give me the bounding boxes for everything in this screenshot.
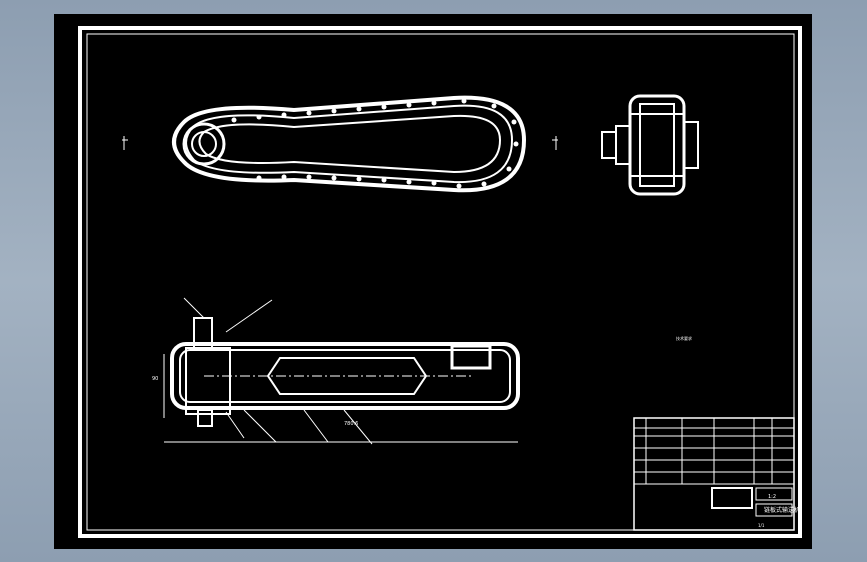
height-dimension: 90 [152,376,158,382]
drawing-frame [78,26,802,538]
title-block: 链板式输送机 1:2 1/1 [633,417,800,531]
cad-drawing: 780.6 90 技术要求 链板式输送机 1:2 1/1 [78,26,802,538]
title-cell: 链板式输送机 [764,506,800,514]
technical-note: 技术要求 [676,335,692,341]
scale-cell: 1:2 [768,494,776,500]
length-dimension: 780.6 [344,421,358,427]
side-view [601,94,699,196]
top-view [122,95,558,193]
sheet-cell: 1/1 [758,523,765,528]
cad-canvas[interactable]: 780.6 90 技术要求 链板式输送机 1:2 1/1 [54,14,812,549]
drawing-inner-frame [86,33,795,531]
section-view: 780.6 90 [152,297,520,445]
